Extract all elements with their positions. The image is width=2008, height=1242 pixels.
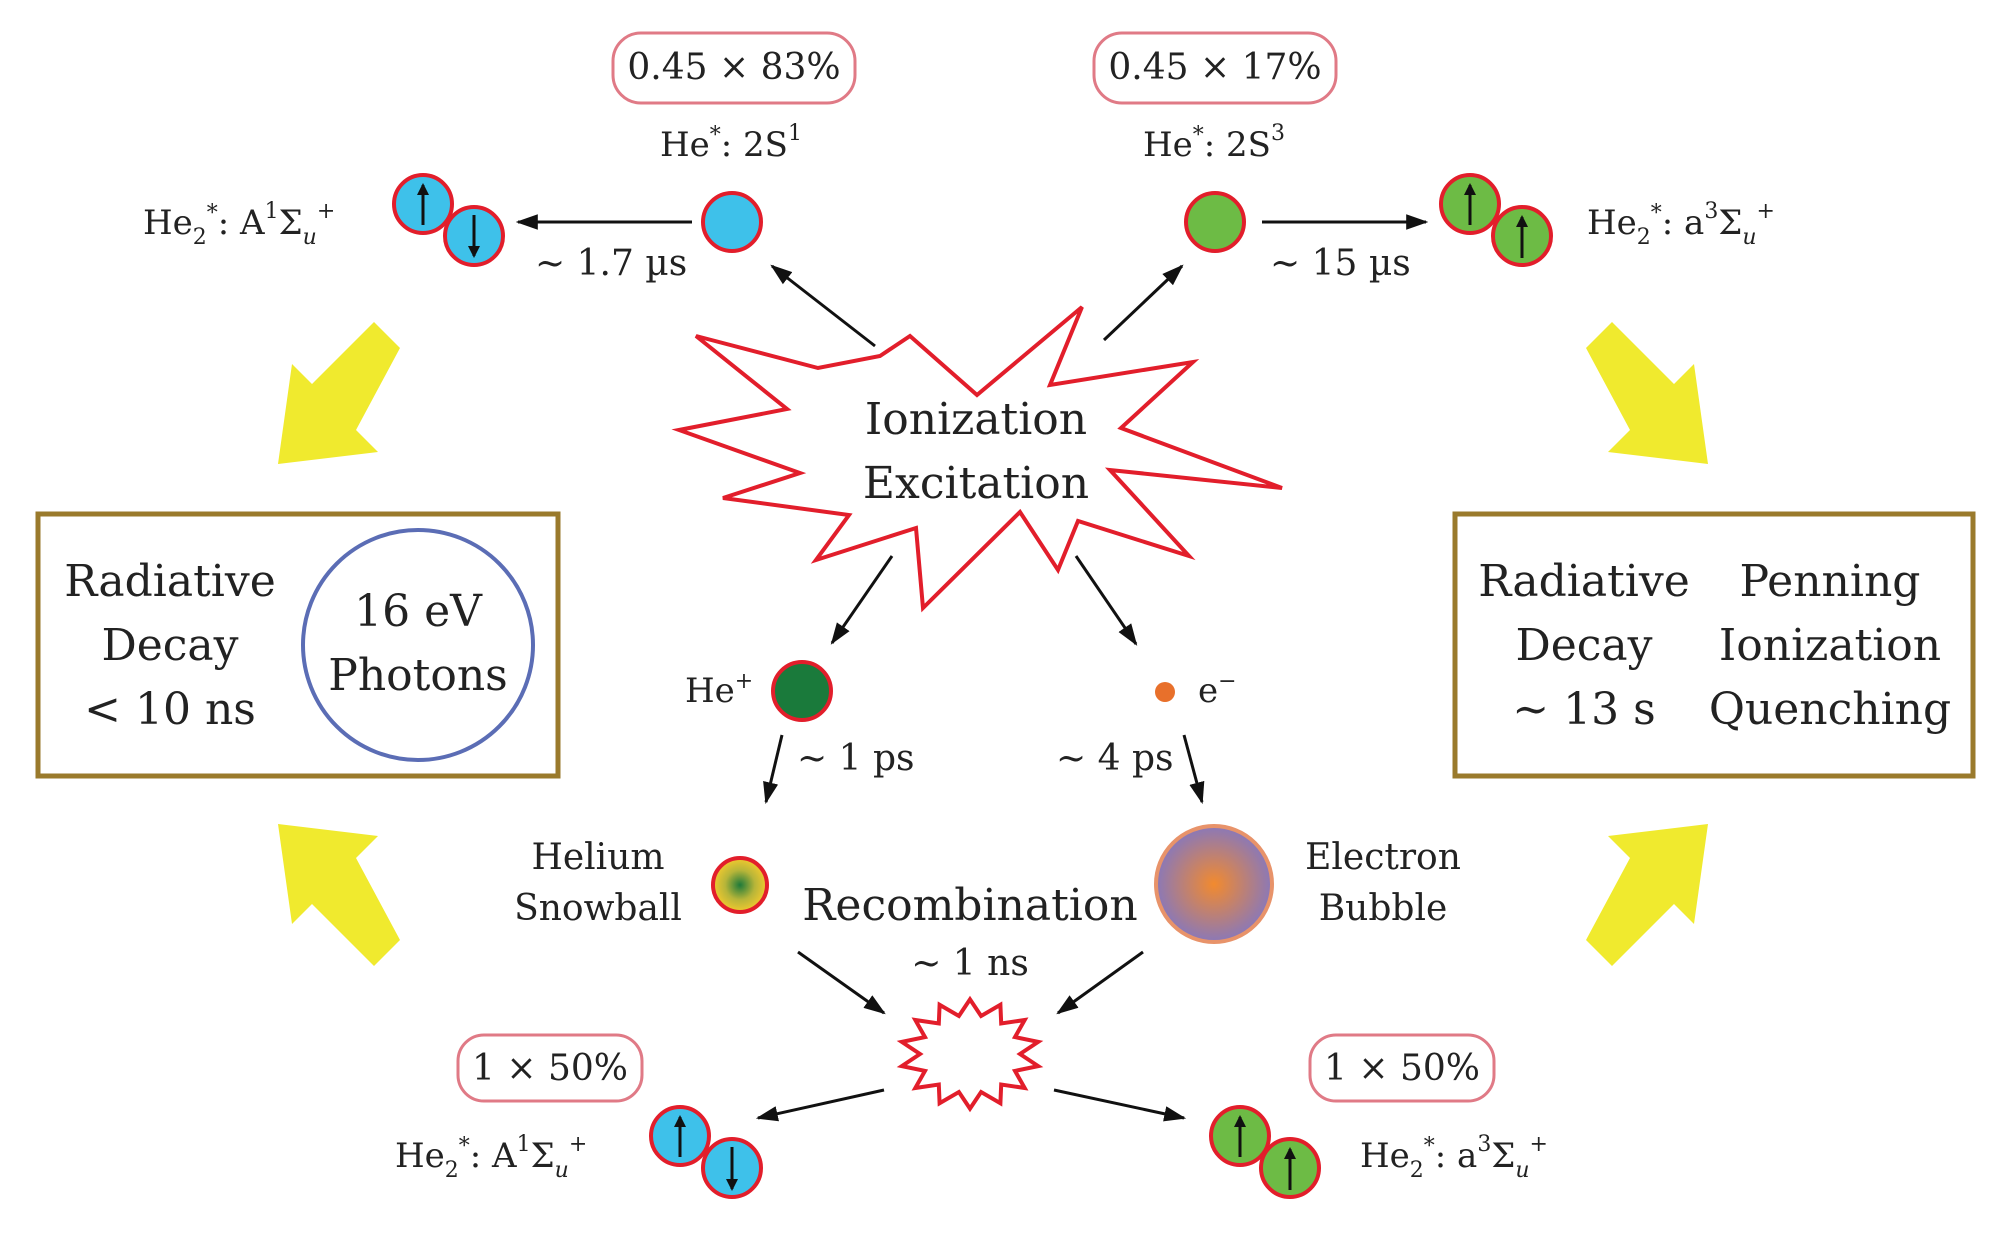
- arrow-recomb-to-triplet: [1053, 1088, 1187, 1122]
- arrow-ion-to-snowball: [763, 734, 784, 805]
- top-right-branch: 0.45 × 17% He*: 2S3 ~ 15 µs He2*: a3Σu+: [1092, 31, 1775, 284]
- triplet-dimer-label-top: He2*: a3Σu+: [1587, 199, 1775, 250]
- arrow-snowball-to-recomb: [797, 950, 886, 1015]
- electron-dot: [1155, 682, 1175, 702]
- he-star-2s3-label: He*: 2S3: [1143, 121, 1285, 165]
- radiative-decay-box-left: Radiative Decay < 10 ns 16 eV Photons: [35, 511, 561, 779]
- right-box-col2-line3: Quenching: [1709, 684, 1951, 735]
- he-triplet-atom: [1184, 191, 1246, 253]
- lifetime-top-left: ~ 1.7 µs: [535, 243, 687, 284]
- ionization-starburst: Ionization Excitation: [671, 305, 1283, 613]
- yellow-arrow-upper-right: [1586, 322, 1708, 464]
- starburst-shape: [671, 305, 1283, 613]
- recombination-time: ~ 1 ns: [911, 943, 1029, 984]
- right-box-col1-line1: Radiative: [1478, 556, 1690, 607]
- ionization-label: Ionization: [865, 394, 1087, 445]
- electron-bubble: [1154, 824, 1274, 944]
- electron-time: ~ 4 ps: [1056, 738, 1173, 779]
- probability-bottom-right: 1 × 50%: [1324, 1048, 1480, 1089]
- arrow-to-ion: [830, 555, 894, 645]
- arrow-to-electron: [1074, 555, 1138, 646]
- bubble-line2: Bubble: [1319, 888, 1448, 929]
- electron-branch: e− ~ 4 ps Electron Bubble: [1056, 669, 1461, 944]
- he-plus-label: He+: [685, 669, 753, 711]
- triplet-dimer-icon: [1439, 173, 1553, 267]
- probability-top-left: 0.45 × 83%: [627, 47, 840, 88]
- probability-bottom-left: 1 × 50%: [472, 1048, 628, 1089]
- singlet-dimer-label-bottom: He2*: A1Σu+: [395, 1132, 587, 1183]
- triplet-dimer-icon-bottom: [1209, 1105, 1321, 1199]
- bubble-line1: Electron: [1305, 837, 1461, 878]
- photon-circle: [301, 528, 535, 762]
- probability-box-bottom-left: [456, 1033, 644, 1103]
- radiative-decay-box-right: Radiative Decay ~ 13 s Penning Ionizatio…: [1452, 511, 1976, 779]
- probability-top-right: 0.45 × 17%: [1108, 47, 1321, 88]
- arrow-to-singlet: [770, 264, 876, 348]
- arrow-bubble-to-recomb: [1056, 950, 1144, 1015]
- singlet-dimer-label-top: He2*: A1Σu+: [143, 199, 335, 250]
- right-box-col2-line2: Ionization: [1719, 620, 1941, 671]
- he-star-2s1-label: He*: 2S1: [660, 121, 802, 165]
- photon-energy: 16 eV: [354, 586, 483, 637]
- left-box-line1: Radiative: [64, 556, 276, 607]
- arrow-recomb-to-singlet: [755, 1088, 885, 1122]
- yellow-arrows: [278, 322, 1708, 966]
- left-box-line2: Decay: [101, 620, 238, 671]
- excitation-label: Excitation: [863, 458, 1089, 509]
- recombination-star: [896, 995, 1044, 1113]
- snowball-line1: Helium: [531, 837, 664, 878]
- probability-box-top-left: [611, 31, 857, 105]
- left-box-line3: < 10 ns: [84, 684, 256, 735]
- helium-snowball: [711, 856, 769, 914]
- he-ion: [771, 660, 833, 722]
- bottom-right-branch: 1 × 50% He2*: a3Σu+: [1209, 1033, 1548, 1199]
- recombination-label: Recombination: [802, 880, 1137, 931]
- photon-label: Photons: [328, 650, 508, 701]
- probability-box-bottom-right: [1308, 1033, 1496, 1103]
- yellow-arrow-lower-left: [278, 824, 400, 966]
- probability-box-top-right: [1092, 31, 1338, 105]
- yellow-arrow-upper-left: [278, 322, 400, 464]
- right-box-col2-line1: Penning: [1740, 556, 1921, 607]
- top-left-branch: 0.45 × 83% He*: 2S1 ~ 1.7 µs He2*: A1Σu+: [143, 31, 857, 284]
- right-box-col1-line2: Decay: [1515, 620, 1652, 671]
- ion-time: ~ 1 ps: [797, 738, 914, 779]
- yellow-arrow-lower-right: [1586, 824, 1708, 966]
- triplet-dimer-label-bottom: He2*: a3Σu+: [1360, 1132, 1548, 1183]
- snowball-line2: Snowball: [514, 888, 682, 929]
- he-singlet-atom: [701, 191, 763, 253]
- singlet-dimer-icon: [392, 173, 505, 267]
- singlet-dimer-icon-bottom: [649, 1105, 763, 1199]
- bottom-left-branch: 1 × 50% He2*: A1Σu+: [395, 1033, 763, 1199]
- right-box-col1-line3: ~ 13 s: [1512, 684, 1655, 735]
- arrow-to-triplet: [1102, 264, 1184, 342]
- ion-branch: He+ ~ 1 ps Helium Snowball: [514, 660, 914, 929]
- electron-label: e−: [1198, 669, 1237, 711]
- lifetime-top-right: ~ 15 µs: [1270, 243, 1411, 284]
- arrow-electron-to-bubble: [1182, 734, 1205, 805]
